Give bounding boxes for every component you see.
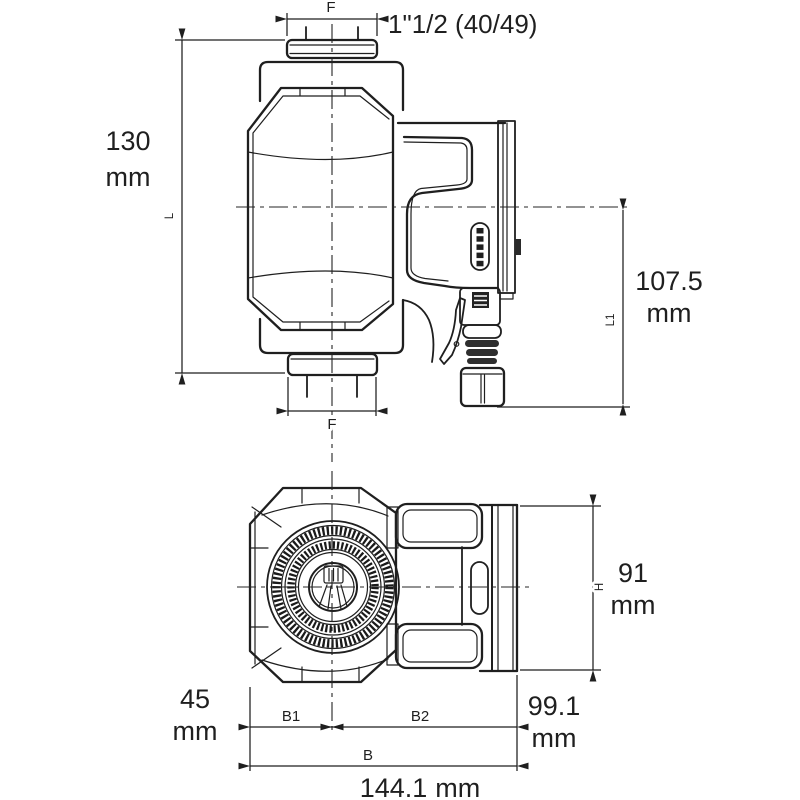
dim-h-unit: mm (611, 590, 656, 620)
dim-b1-b2: B1 B2 (238, 675, 529, 771)
dim-b2-unit: mm (532, 723, 577, 753)
pump-body-side (246, 26, 405, 398)
cable-clip-lever (439, 297, 466, 365)
side-view: F 1"1/2 (40/49) L 130 mm L1 107.5 mm F (105, 0, 703, 462)
dim-l-value: 130 (105, 126, 150, 156)
motor-slot (470, 561, 489, 615)
dim-b2-value-label: 99.1 mm (528, 691, 581, 753)
dim-f-bottom: F (276, 377, 388, 436)
dim-f-top: F (275, 0, 389, 36)
top-view-centerlines (237, 471, 532, 730)
thread-size-label: 1"1/2 (40/49) (388, 9, 537, 39)
dim-f-top-letter: F (326, 0, 335, 16)
led-indicator-window (470, 222, 490, 271)
gland-hex-nut (459, 366, 506, 408)
dim-l1: L1 107.5 mm (497, 198, 703, 416)
dim-l-unit: mm (106, 162, 151, 192)
dim-l1-unit: mm (647, 298, 692, 328)
dim-l1-value: 107.5 (635, 266, 703, 296)
shaft-plug-detail (318, 565, 348, 610)
dim-f-bottom-letter: F (327, 416, 336, 433)
cable-gland (402, 287, 506, 408)
dim-h: H 91 mm (520, 494, 656, 682)
dim-b1-value: 45 (180, 684, 210, 714)
dim-h-value: 91 (618, 558, 648, 588)
pump-body-top (248, 486, 398, 684)
flange-arms (386, 502, 484, 670)
dim-b2-letter: B2 (411, 708, 429, 725)
dim-b2-value: 99.1 (528, 691, 581, 721)
dim-l: L 130 mm (105, 28, 285, 385)
motor-side (396, 120, 521, 300)
side-connector-bump (515, 239, 521, 255)
motor-top (461, 503, 519, 673)
dim-b1-letter: B1 (282, 708, 300, 725)
dim-l-letter: L (164, 212, 176, 219)
dim-b1-value-label: 45 mm (173, 684, 218, 746)
dim-b-letter: B (363, 747, 373, 764)
dim-b1-unit: mm (173, 716, 218, 746)
side-view-centerlines (236, 24, 628, 462)
dim-h-letter: H (594, 583, 606, 591)
dim-l1-letter: L1 (605, 314, 617, 327)
